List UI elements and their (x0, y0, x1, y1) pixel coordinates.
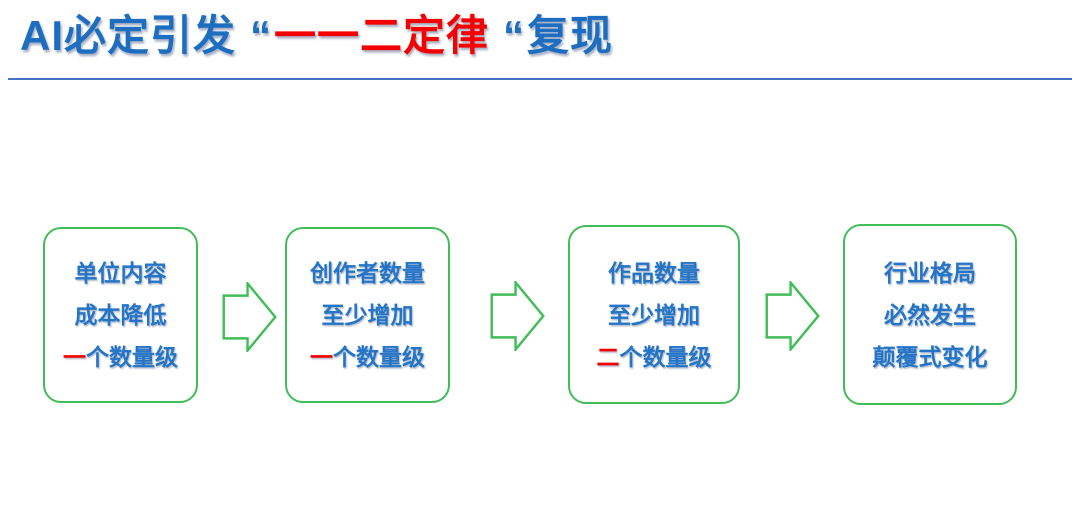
right-arrow-icon (765, 281, 820, 351)
flow-box-unit-content-cost: 单位内容 成本降低 一个数量级 (43, 227, 198, 403)
page-title: AI必定引发“一一二定律“复现 (20, 10, 613, 62)
box-line: 一个数量级 (310, 336, 425, 378)
title-suffix: 复现 (527, 12, 614, 59)
box-line: 创作者数量 (310, 260, 425, 286)
box-line-rest: 个数量级 (86, 344, 178, 370)
flow-box-industry-structure: 行业格局 必然发生 颠覆式变化 (843, 224, 1017, 405)
right-arrow-icon (490, 281, 545, 351)
box-line: 一个数量级 (63, 336, 178, 378)
box-line-rest: 颠覆式变化 (872, 343, 988, 370)
flow-box-work-count: 作品数量 至少增加 二个数量级 (568, 225, 740, 404)
box-line-rest: 个数量级 (333, 344, 425, 370)
title-prefix: AI必定引发 (20, 12, 237, 59)
box-line: 颠覆式变化 (873, 336, 988, 378)
box-line: 至少增加 (321, 302, 414, 328)
title-highlight: 一一二定律 (274, 12, 490, 59)
title-divider (8, 78, 1072, 80)
box-line-rest: 个数量级 (619, 343, 712, 370)
box-line: 二个数量级 (597, 336, 712, 378)
flow-box-creator-count: 创作者数量 至少增加 一个数量级 (285, 227, 450, 403)
box-line: 成本降低 (74, 302, 167, 328)
title-close-quote: “ (503, 12, 526, 59)
box-line: 至少增加 (608, 301, 700, 328)
title-open-quote: “ (250, 12, 273, 59)
box-line-highlight: 一 (310, 344, 333, 370)
right-arrow-icon (222, 282, 277, 352)
box-line: 行业格局 (884, 259, 976, 286)
box-line-highlight: 二 (596, 343, 620, 370)
box-line: 单位内容 (74, 260, 167, 286)
box-line-highlight: 一 (63, 344, 86, 370)
box-line: 必然发生 (884, 301, 976, 328)
box-line: 作品数量 (608, 259, 700, 286)
